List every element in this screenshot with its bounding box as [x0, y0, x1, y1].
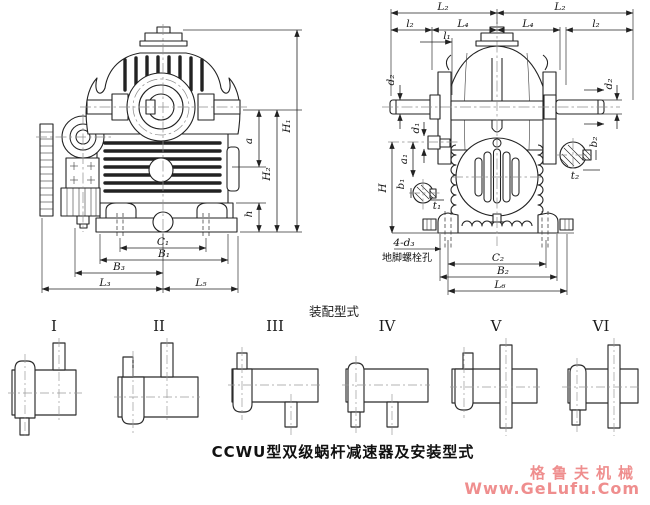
variant-label-2: II [153, 317, 165, 335]
variant-diagram-5 [450, 338, 540, 436]
dim-label-d2-left: d₂ [385, 75, 397, 86]
front-view-body [95, 133, 240, 236]
front-view-dimensions: a H₂ H₁ h C₁ B₁ B₃ L₃ L₅ [41, 29, 302, 293]
dim-label-L4-left: L₄ [456, 18, 468, 30]
side-view-dimensions: L₂ L₂ l₂ L₄ L₄ l₂ l₁ d₂ d₁ a₁ b₁ t₁ H d₂… [377, 1, 634, 295]
watermark-brand: 格鲁夫机械 [529, 464, 640, 482]
variant-label-3: III [266, 317, 284, 335]
variant-diagram-3 [228, 347, 320, 435]
variant-label-1: I [51, 317, 57, 335]
side-view: L₂ L₂ l₂ L₄ L₄ l₂ l₁ d₂ d₁ a₁ b₁ t₁ H d₂… [377, 1, 634, 295]
dim-label-h: h [243, 211, 255, 218]
dim-label-C2: C₂ [492, 252, 504, 264]
dim-label-l2-right: l₂ [592, 18, 600, 30]
dim-label-l2-left: l₂ [406, 18, 414, 30]
variant-diagram-1 [8, 338, 82, 438]
dim-label-B3: B₃ [112, 261, 125, 273]
dim-label-t1: t₁ [433, 200, 441, 212]
dim-label-B1: B₁ [157, 248, 170, 260]
variant-label-4: IV [378, 317, 396, 335]
side-view-housing [389, 26, 605, 249]
dim-label-a1: a₁ [398, 154, 410, 164]
front-view-centerlines [36, 24, 248, 240]
variant-diagram-6 [562, 338, 642, 436]
dim-label-l1: l₁ [443, 30, 451, 42]
dim-label-C1: C₁ [157, 236, 169, 248]
bolt-count-label: 4-d₃ [392, 237, 414, 249]
dim-label-a: a [243, 138, 255, 144]
assembly-title: 装配型式 [308, 304, 360, 319]
side-view-centerlines [382, 22, 620, 246]
dim-label-b2: b₂ [588, 137, 600, 148]
front-view-input-worm-unit [39, 115, 105, 229]
front-view: a H₂ H₁ h C₁ B₁ B₃ L₃ L₅ [36, 24, 302, 293]
technical-drawing: a H₂ H₁ h C₁ B₁ B₃ L₃ L₅ [36, 1, 634, 295]
dim-label-b1: b₁ [395, 179, 407, 190]
dim-label-L3: L₃ [98, 277, 110, 289]
dim-label-L4-right: L₄ [521, 18, 533, 30]
variant-label-5: V [490, 317, 502, 335]
watermark-url: Www.GeLufu.Com [464, 479, 640, 498]
dim-label-t2: t₂ [571, 170, 579, 182]
dim-label-d1: d₁ [410, 123, 422, 134]
variant-diagram-4 [342, 356, 430, 435]
dim-label-L6: L₆ [493, 279, 506, 291]
dim-label-L5: L₅ [194, 277, 207, 289]
dim-label-L2-right: L₂ [553, 1, 565, 13]
dim-label-B2: B₂ [496, 265, 509, 277]
variant-label-6: VI [592, 317, 610, 335]
dim-label-H: H [377, 183, 389, 194]
dim-label-L2-left: L₂ [436, 1, 448, 13]
dim-label-H1: H₁ [281, 119, 293, 133]
bolt-note-label: 地脚螺栓孔 [382, 251, 432, 264]
front-view-top-cap [139, 26, 188, 47]
dim-label-d2-right: d₂ [603, 79, 615, 90]
dim-label-H2: H₂ [261, 167, 273, 181]
variant-diagram-2 [114, 338, 200, 433]
figure-caption: CCWU型双级蜗杆减速器及安装型式 [211, 443, 475, 461]
